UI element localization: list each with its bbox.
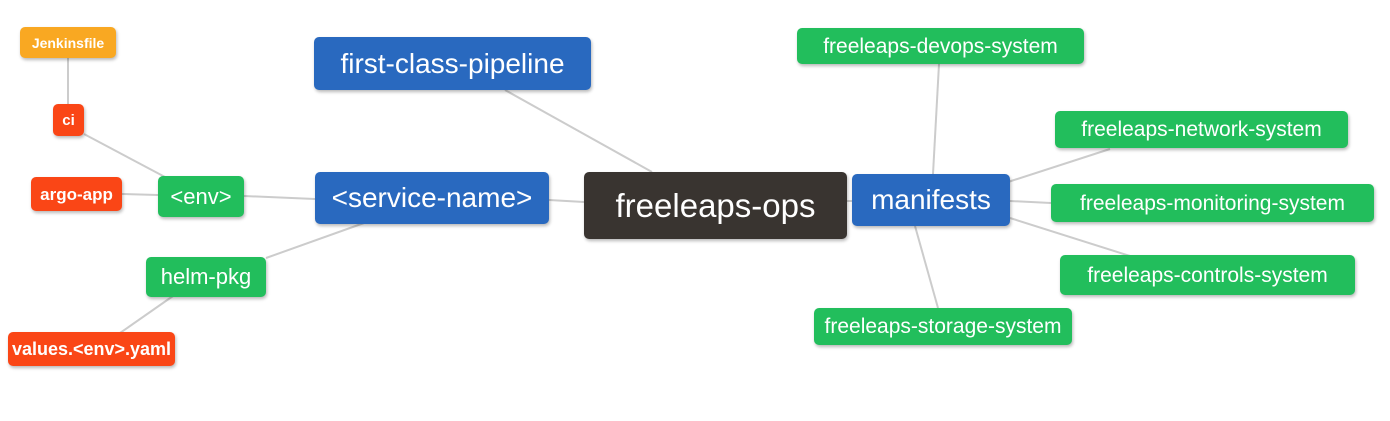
edge-helm-pkg-to-service-name: [265, 222, 365, 259]
edge-ci-to-env: [83, 133, 166, 178]
node-manifests[interactable]: manifests: [852, 174, 1010, 226]
edge-manifests-to-network-system: [1007, 148, 1111, 183]
node-ci[interactable]: ci: [53, 104, 84, 136]
node-monitoring-system[interactable]: freeleaps-monitoring-system: [1051, 184, 1374, 222]
node-helm-pkg[interactable]: helm-pkg: [146, 257, 266, 297]
node-values-env-yaml[interactable]: values.<env>.yaml: [8, 332, 175, 366]
edge-first-class-pipeline-to-freeleaps-ops: [504, 89, 653, 173]
node-devops-system[interactable]: freeleaps-devops-system: [797, 28, 1084, 64]
node-storage-system[interactable]: freeleaps-storage-system: [814, 308, 1072, 345]
node-service-name[interactable]: <service-name>: [315, 172, 549, 224]
node-first-class-pipeline[interactable]: first-class-pipeline: [314, 37, 591, 90]
node-argo-app[interactable]: argo-app: [31, 177, 122, 211]
edge-manifests-to-monitoring-system: [1009, 200, 1052, 204]
edge-values-env-yaml-to-helm-pkg: [119, 295, 174, 334]
node-controls-system[interactable]: freeleaps-controls-system: [1060, 255, 1355, 295]
node-network-system[interactable]: freeleaps-network-system: [1055, 111, 1348, 148]
edge-env-to-service-name: [243, 195, 316, 200]
node-freeleaps-ops[interactable]: freeleaps-ops: [584, 172, 847, 239]
edge-argo-app-to-env: [121, 193, 159, 196]
edge-service-name-to-freeleaps-ops: [548, 199, 585, 203]
node-jenkinsfile[interactable]: Jenkinsfile: [20, 27, 116, 58]
edge-manifests-to-devops-system: [932, 63, 940, 175]
edge-manifests-to-controls-system: [1009, 217, 1131, 257]
edge-manifests-to-storage-system: [914, 225, 939, 309]
node-env[interactable]: <env>: [158, 176, 244, 217]
